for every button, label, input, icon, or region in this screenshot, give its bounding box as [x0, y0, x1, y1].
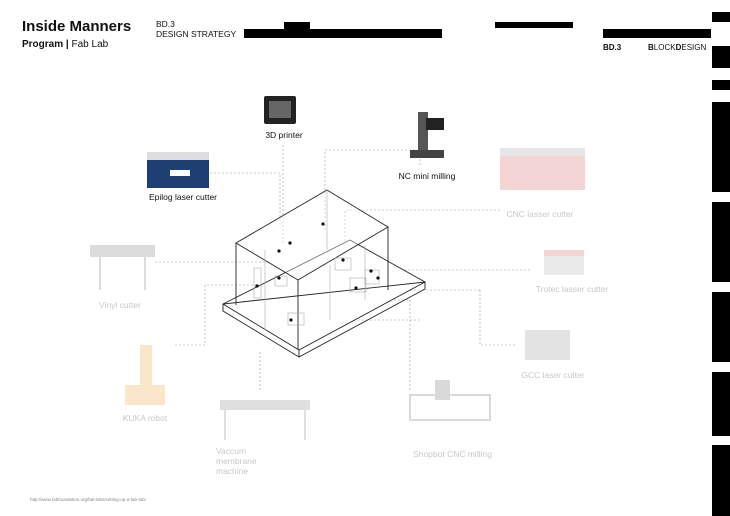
- redaction-bar: [603, 29, 711, 38]
- kuka-robot-icon: [125, 345, 165, 405]
- redaction-bar: [284, 22, 310, 30]
- vinyl-cutter-icon: [90, 245, 155, 290]
- label-trotec-laser-cutter: Trotec lasser cutter: [535, 284, 609, 294]
- subtitle-fablab: Fab Lab: [71, 39, 109, 50]
- brand-d: D: [675, 43, 682, 52]
- vacuum-membrane-icon: [220, 400, 310, 440]
- redaction-bar: [495, 22, 573, 28]
- brand: BLOCKDESIGN: [648, 43, 706, 52]
- page-subtitle: Program | Fab Lab: [22, 39, 108, 50]
- source-url[interactable]: http://www.fabfoundation.org/fab-labs/se…: [30, 497, 146, 502]
- redaction-bar: [244, 29, 442, 38]
- label-vinyl-cutter: Vinyl cutter: [99, 300, 141, 310]
- cnc-laser-icon: [500, 148, 585, 190]
- brand-b: B: [648, 43, 654, 52]
- label-epilog-laser-cutter: Epilog laser cutter: [148, 192, 218, 202]
- code: BD.3: [156, 19, 175, 29]
- 3d-printer-icon: [264, 96, 296, 124]
- subtitle-program: Program: [22, 39, 64, 50]
- right-code: BD.3: [603, 43, 622, 52]
- interior: [253, 190, 380, 330]
- gcc-laser-icon: [525, 330, 570, 360]
- shopbot-icon: [409, 380, 491, 421]
- nc-milling-icon: [410, 112, 444, 158]
- label-3d-printer: 3D printer: [265, 130, 303, 140]
- page-title: Inside Manners: [22, 18, 132, 35]
- label-kuka-robot: KUKA robot: [122, 413, 168, 423]
- fab-lab-box: [222, 189, 426, 358]
- subtitle-sep: |: [65, 39, 69, 50]
- label-vacuum-membrane: Vaccum membrane machine: [216, 446, 257, 476]
- label-shopbot-cnc: Shopbot CNC milling: [413, 449, 492, 459]
- label-gcc-laser-cutter: GCC laser cutter: [521, 370, 585, 380]
- brand-lock: LOCK: [653, 43, 676, 52]
- section-name: DESIGN STRATEGY: [156, 29, 237, 39]
- machine-dots: [255, 222, 380, 322]
- label-cnc-laser-cutter: CNC lasser cutter: [506, 209, 574, 219]
- trotec-laser-icon: [544, 250, 584, 275]
- epilog-laser-icon: [147, 152, 209, 188]
- label-nc-mini-milling: NC mini milling: [398, 171, 456, 181]
- brand-esign: ESIGN: [681, 43, 707, 52]
